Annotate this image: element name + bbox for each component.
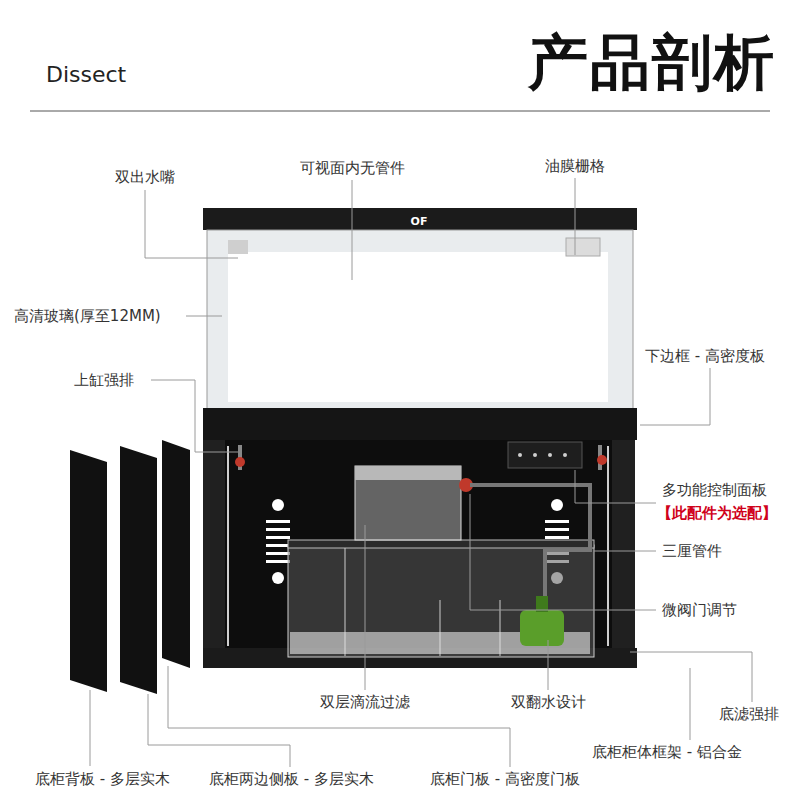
callout-label: 油膜栅格 [543, 157, 607, 175]
callout-label: 底柜两边侧板 - 多层实木 [207, 770, 376, 788]
callout-label: Dissect [44, 62, 128, 88]
page-title: 产品剖析 [526, 26, 778, 98]
callout-label: 多功能控制面板 [660, 481, 769, 499]
callout-label: 三厘管件 [660, 542, 724, 560]
callout-label: 底柜门板 - 高密度门板 [428, 770, 582, 788]
callout-label: 下边框 - 高密度板 [643, 347, 767, 365]
callout-label: 微阀门调节 [660, 601, 739, 619]
callout-label: 可视面内无管件 [298, 159, 407, 177]
callout-label: 高清玻璃(厚至12MM) [12, 307, 163, 325]
callout-label: 底柜柜体框架 - 铝合金 [590, 743, 744, 761]
callout-label: 底柜背板 - 多层实木 [33, 770, 172, 788]
brand-logo: OF [409, 215, 430, 228]
callout-label: 双层滴流过滤 [318, 693, 412, 711]
callout-label: 底滤强排 [717, 705, 781, 723]
callout-label: 双翻水设计 [509, 693, 588, 711]
callout-label: 上缸强排 [72, 371, 136, 389]
callout-label: 双出水嘴 [113, 168, 177, 186]
callout-label: 【此配件为选配】 [655, 504, 779, 522]
